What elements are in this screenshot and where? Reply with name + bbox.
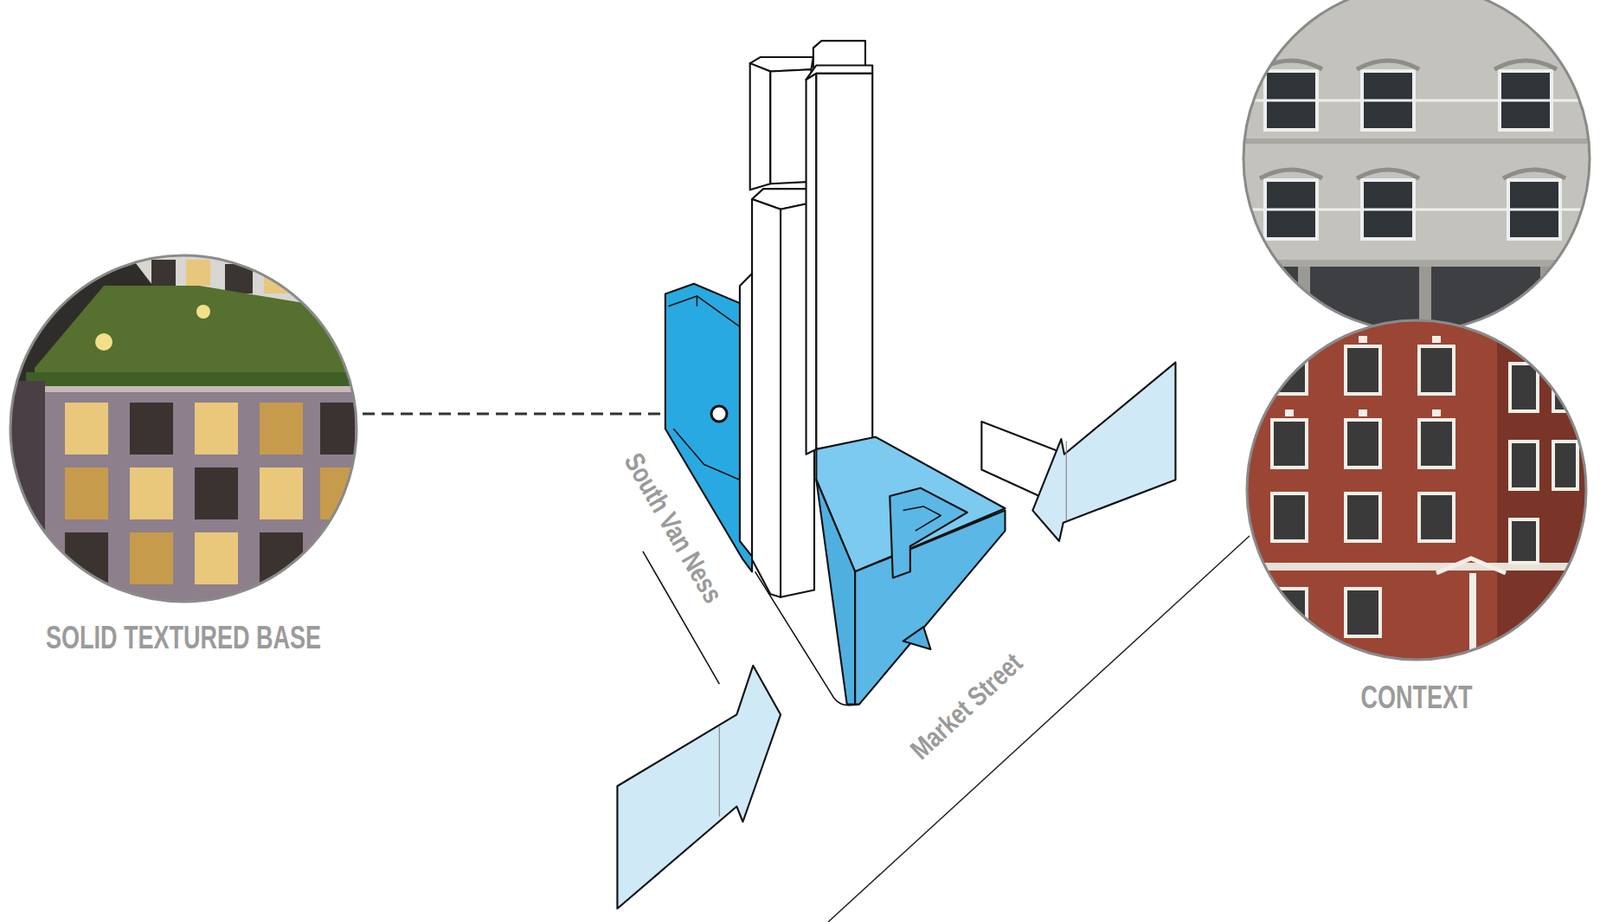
context-photo-part xyxy=(1553,441,1578,489)
building-massing-part xyxy=(903,506,942,531)
base-photo-part xyxy=(194,467,238,520)
context-photo-part xyxy=(1419,419,1454,468)
context-photo-part xyxy=(1243,138,1590,144)
context-photo-part xyxy=(1345,419,1381,468)
context-photo-part xyxy=(1285,409,1294,417)
base-photo-part xyxy=(320,532,355,585)
photo-callout: SOLID TEXTURED BASE xyxy=(10,255,357,662)
building-massing-part xyxy=(889,488,968,579)
context-photo-part xyxy=(1436,558,1506,573)
context-photo-part xyxy=(1432,409,1441,417)
base-photo-part xyxy=(10,380,45,611)
context-photo-part xyxy=(1358,335,1368,343)
building-massing-part xyxy=(816,73,873,450)
photo-frame-outline xyxy=(1246,320,1587,660)
building-massing-part xyxy=(696,295,699,307)
base-photo-part xyxy=(320,402,355,455)
context-photo-part xyxy=(1272,419,1307,468)
callout-heading: SOLID TEXTURED BASE xyxy=(14,618,353,657)
building-massing-part xyxy=(673,428,740,480)
building-massing-part xyxy=(739,273,752,557)
building-massing-part xyxy=(816,479,855,704)
context-photo-part xyxy=(1356,60,1420,70)
building-massing-part xyxy=(616,665,781,909)
context-photo-part xyxy=(1469,572,1477,660)
context-photo-part xyxy=(1272,493,1307,541)
base-photo xyxy=(10,255,357,611)
building-massing-part xyxy=(719,726,720,817)
base-photo-part xyxy=(186,259,211,286)
leader-dot xyxy=(711,405,727,422)
building-massing-part xyxy=(903,626,932,649)
context-photo-part xyxy=(1285,335,1294,343)
dashed-leader xyxy=(362,412,712,416)
context-photo-part xyxy=(1345,493,1381,541)
context-photo-part xyxy=(1243,99,1590,103)
context-photo-part xyxy=(1510,441,1538,489)
base-photo-part xyxy=(302,263,331,294)
base-photo-part xyxy=(259,467,303,520)
context-photo xyxy=(1243,0,1590,336)
context-photo-part xyxy=(1432,335,1441,343)
context-photo-part xyxy=(1510,519,1538,563)
context-photo-part xyxy=(1358,409,1368,417)
building-massing-part xyxy=(813,40,866,68)
base-photo-part xyxy=(64,532,109,585)
context-photo-part xyxy=(1243,259,1590,267)
building-massing-part xyxy=(806,73,817,455)
callout-heading: CONTEXT xyxy=(1250,678,1583,717)
base-photo-part xyxy=(196,304,211,319)
building-massing-part xyxy=(770,69,811,184)
building-massing-part xyxy=(750,63,772,190)
context-photo-part xyxy=(1345,346,1381,394)
photo-frame xyxy=(1243,0,1590,332)
context-photo-part xyxy=(1494,60,1557,70)
context-photo-part xyxy=(1272,346,1307,394)
context-photo-part xyxy=(1503,169,1566,179)
context-photo-part xyxy=(1297,266,1311,336)
building-massing-part xyxy=(1032,362,1176,541)
base-photo-part xyxy=(151,259,176,286)
base-photo-part xyxy=(129,402,174,455)
context-photo-part xyxy=(1259,169,1323,179)
building-massing-part xyxy=(668,295,740,526)
base-photo-part xyxy=(129,532,174,585)
base-photo-part xyxy=(25,372,357,388)
base-photo-part xyxy=(259,402,303,455)
base-photo-part xyxy=(194,532,238,585)
context-photo-part xyxy=(1246,320,1587,660)
context-photo-part xyxy=(1553,363,1578,412)
context-photo-part xyxy=(1356,169,1420,179)
base-photo-part xyxy=(64,467,109,520)
base-photo-part xyxy=(129,467,174,520)
context-photo-part xyxy=(1272,588,1307,637)
photo-frame-outline xyxy=(10,255,357,602)
context-photo xyxy=(1246,320,1587,660)
context-photo-part xyxy=(1419,493,1454,541)
base-photo-part xyxy=(194,402,238,455)
photo-frame xyxy=(1246,320,1587,660)
context-photo-part xyxy=(1243,208,1590,212)
base-photo-part xyxy=(95,333,113,351)
context-photo-part xyxy=(1510,363,1538,412)
building-massing-part xyxy=(1066,440,1067,521)
building-massing xyxy=(616,40,1176,908)
street-name: Market Street xyxy=(904,646,1029,766)
base-photo-part xyxy=(10,391,357,609)
photo-frame xyxy=(10,255,357,602)
context-photo-part xyxy=(1419,346,1454,394)
building-massing-part xyxy=(751,199,781,598)
base-photo-part xyxy=(25,385,357,392)
base-photo-part xyxy=(64,402,109,455)
context-photo-part xyxy=(1345,588,1381,637)
photo-callout: CONTEXT xyxy=(1246,320,1587,722)
context-photo-part xyxy=(1497,320,1587,660)
